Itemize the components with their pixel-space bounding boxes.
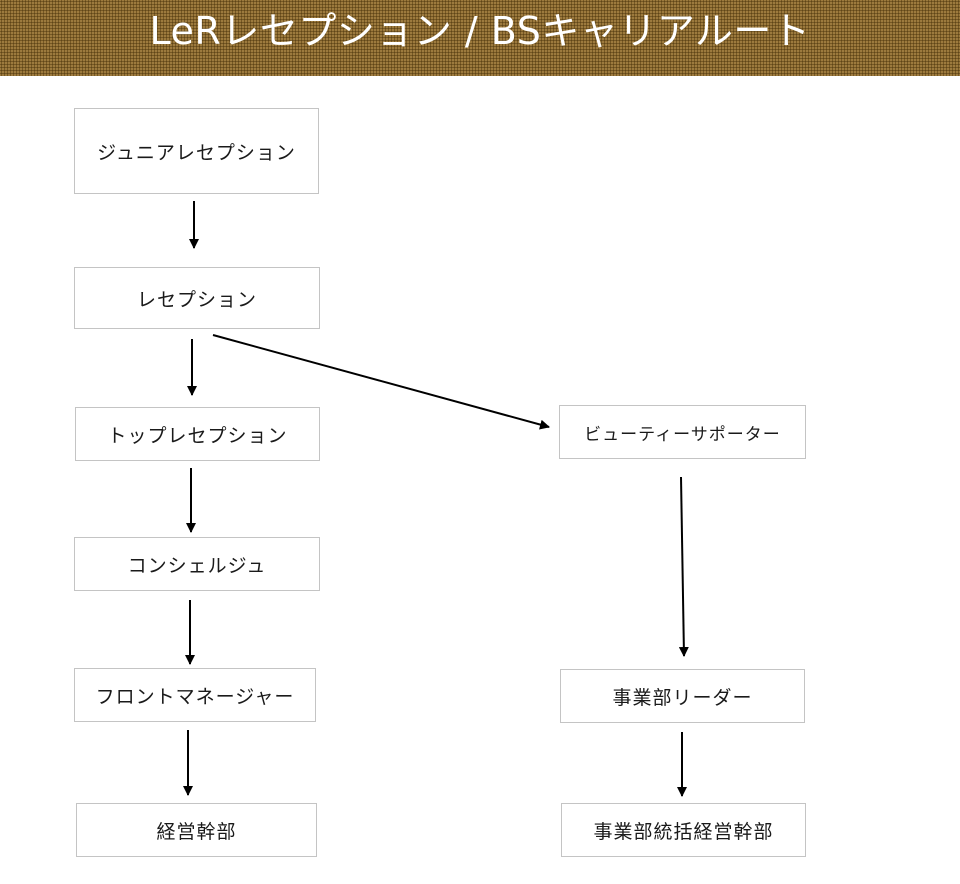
page-title: LeRレセプション / BSキャリアルート (149, 9, 811, 53)
arrow-reception-to-beauty-supporter (212, 334, 550, 430)
arrow-beauty-supporter-to-division-leader (678, 476, 689, 657)
node-executive: 経営幹部 (76, 803, 317, 857)
node-top-reception: トップレセプション (75, 407, 320, 461)
node-division-executive: 事業部統括経営幹部 (561, 803, 806, 857)
header-banner: LeRレセプション / BSキャリアルート (0, 0, 960, 76)
node-concierge: コンシェルジュ (74, 537, 320, 591)
node-front-manager: フロントマネージャー (74, 668, 316, 722)
node-beauty-supporter: ビューティーサポーター (559, 405, 806, 459)
node-reception: レセプション (74, 267, 320, 329)
node-junior-reception: ジュニアレセプション (74, 108, 319, 194)
node-division-leader: 事業部リーダー (560, 669, 805, 723)
